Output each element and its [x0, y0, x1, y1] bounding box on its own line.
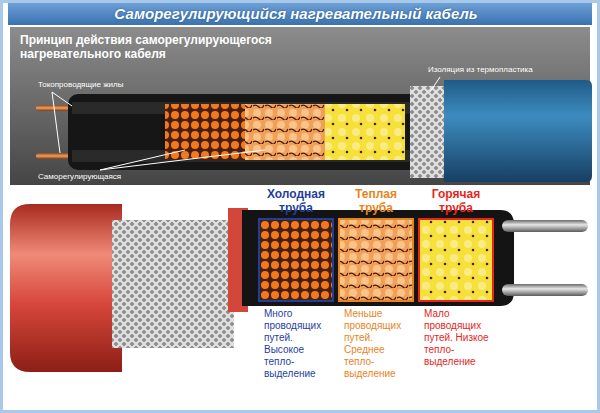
zone-frame — [338, 218, 414, 302]
zone-description: Меньше проводящих путей. Среднее тепло- … — [338, 308, 414, 380]
zone-frame — [258, 218, 334, 302]
braid — [410, 86, 448, 178]
zone-heading: Теплая труба — [338, 186, 414, 216]
part-label: Токопроводящие жилы — [38, 80, 123, 90]
leader-line — [100, 150, 265, 170]
cable-core — [68, 94, 420, 170]
leader-line — [430, 77, 440, 92]
leader-line — [52, 92, 72, 106]
bus-wire — [502, 284, 588, 296]
panel-heading: Принцип действия саморегулирующегося наг… — [20, 33, 290, 61]
zone-heading: Холодная труба — [258, 186, 334, 216]
matrix-warm — [340, 220, 412, 300]
leader-line — [52, 92, 60, 153]
matrix-warm — [245, 104, 325, 160]
part-label: Изоляция из термопластика — [428, 65, 533, 75]
braid — [112, 220, 234, 348]
part-label: Саморегулирующаяся — [38, 172, 121, 182]
zone-heading: Горячая труба — [418, 186, 494, 216]
thermoplastic-jacket — [444, 80, 592, 182]
matrix-cold — [260, 220, 332, 300]
zone-description: Много проводящих путей. Высокое тепло- в… — [258, 308, 334, 380]
outer-jacket — [10, 204, 122, 372]
matrix-hot — [325, 104, 405, 160]
zone-description: Мало проводящих путей. Низкое тепло- выд… — [418, 308, 494, 368]
zone-frame — [418, 218, 494, 302]
leader-line — [100, 150, 185, 170]
temperature-zone: Теплая трубаМеньше проводящих путей. Сре… — [338, 186, 414, 380]
bus-wire — [502, 220, 588, 232]
title: Саморегулирующийся нагревательный кабель — [0, 5, 596, 23]
temperature-zone: Холодная трубаМного проводящих путей. Вы… — [258, 186, 334, 380]
cable-core — [242, 210, 514, 306]
matrix-hot — [420, 220, 492, 300]
temperature-zone: Горячая трубаМало проводящих путей. Низк… — [418, 186, 494, 368]
